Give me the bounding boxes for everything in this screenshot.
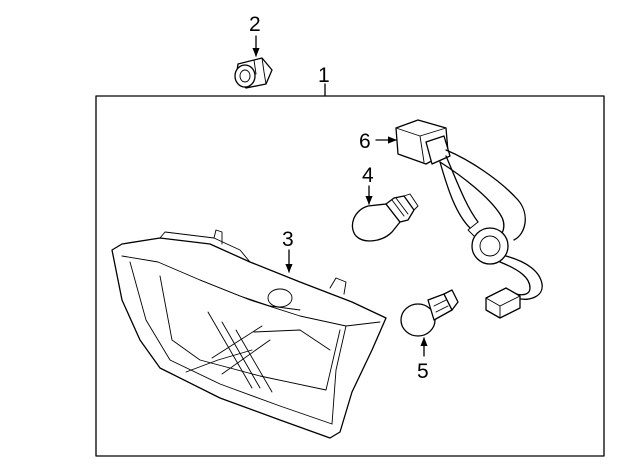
part-4-bulb <box>351 193 419 242</box>
callout-6: 6 <box>359 130 371 153</box>
callout-1: 1 <box>318 64 330 87</box>
part-5-bulb <box>400 289 459 337</box>
part-3-lamp-housing <box>111 229 387 439</box>
assembly-frame <box>95 95 605 457</box>
part-6-wiring-harness <box>395 119 543 319</box>
callout-5: 5 <box>417 360 429 383</box>
callout-2: 2 <box>249 13 261 36</box>
callout-4: 4 <box>362 164 374 187</box>
part-2-clip <box>234 57 273 89</box>
callout-3: 3 <box>282 228 294 251</box>
